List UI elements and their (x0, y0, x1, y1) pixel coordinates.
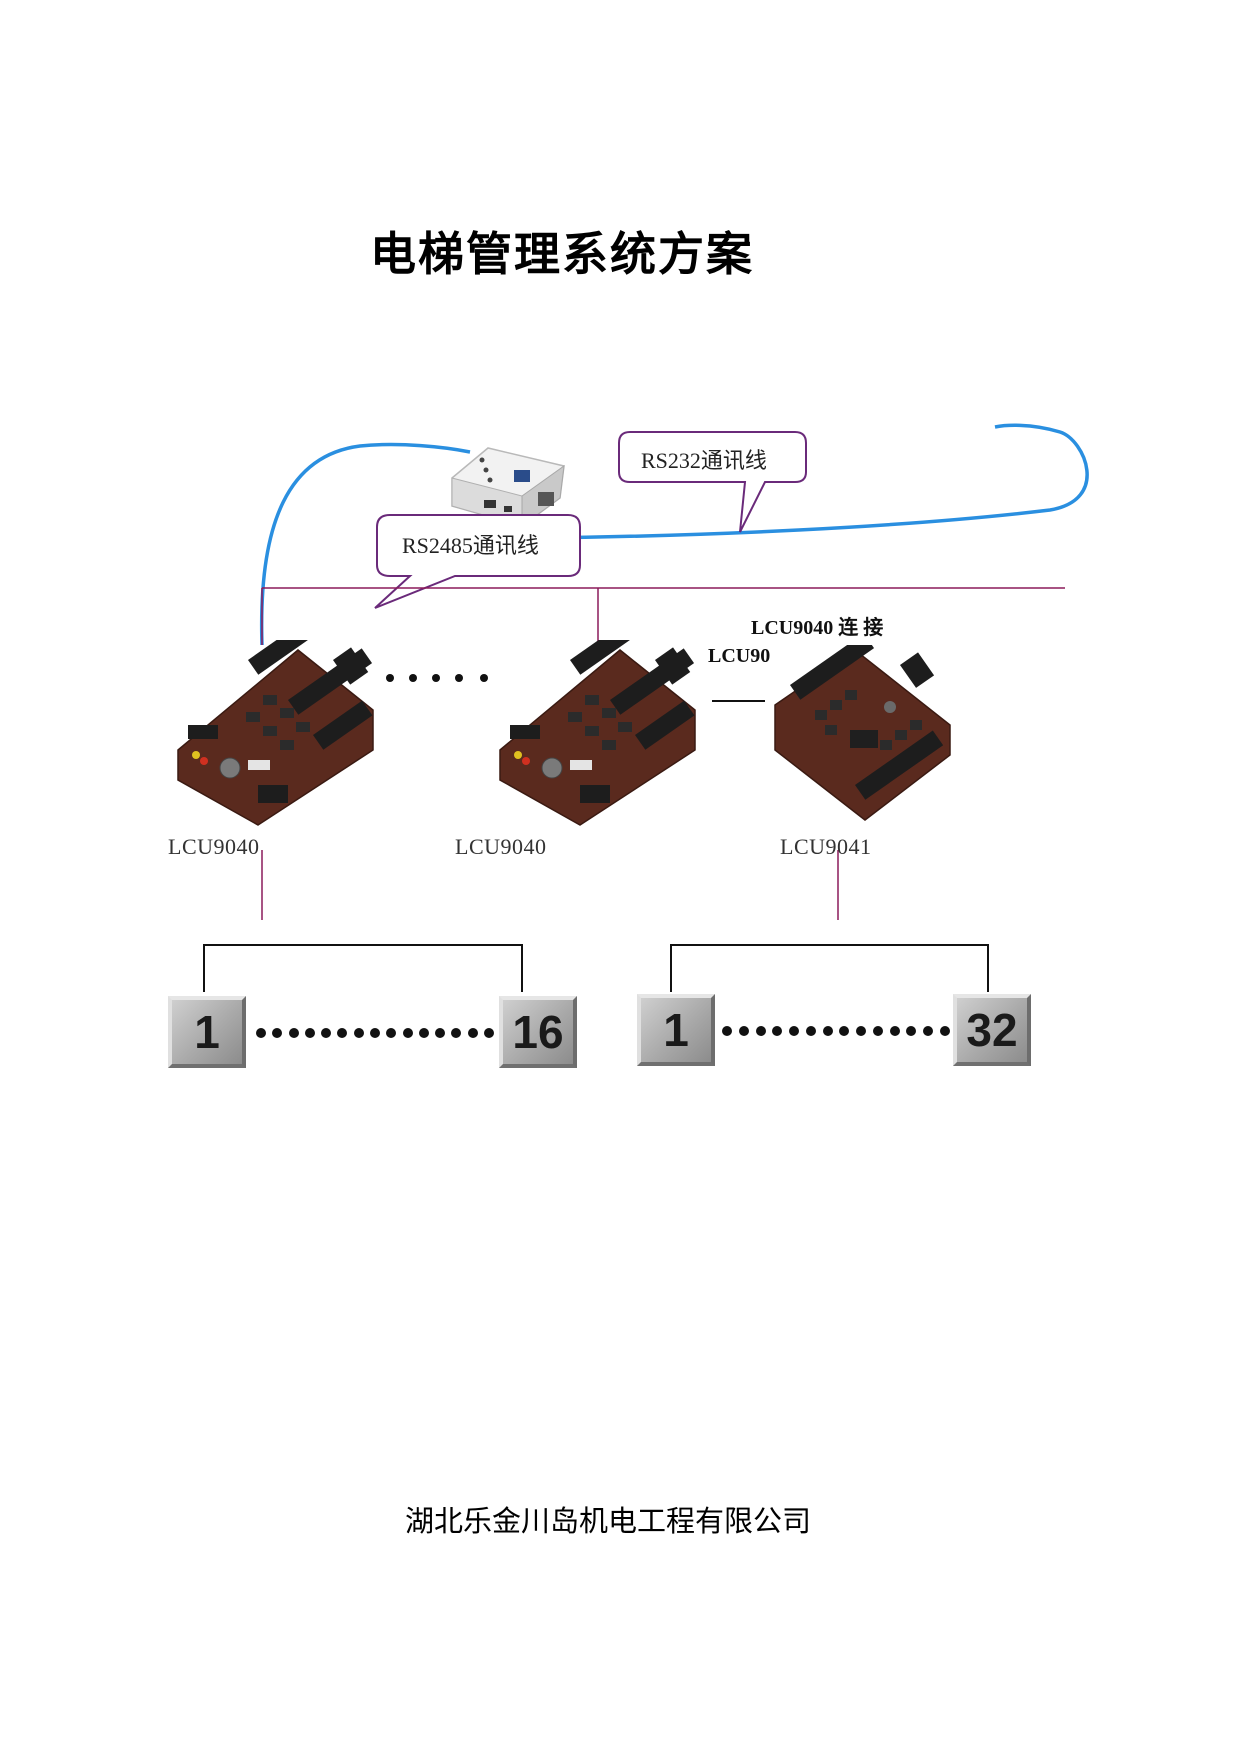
reader-group1-first: 1 (168, 996, 246, 1068)
reader-group1-last: 16 (499, 996, 577, 1068)
company-name: 湖北乐金川岛机电工程有限公司 (405, 1504, 812, 1538)
document-title: 电梯管理系统方案 (370, 227, 754, 281)
controller-board-1 (177, 640, 374, 826)
reader-group1-ellipsis (256, 1023, 494, 1043)
connect-note-line1: LCU9040 连 接 (751, 617, 884, 639)
controller-board-3 (774, 645, 951, 821)
board-label-2: LCU9040 (455, 834, 547, 859)
connect-note-line2: LCU9041 (708, 645, 770, 667)
board-ellipsis (386, 674, 488, 682)
reader-group2-first: 1 (637, 994, 715, 1066)
reader-group2-last: 32 (953, 994, 1031, 1066)
rs232-cable-right (539, 423, 1089, 540)
reader-group2-ellipsis (722, 1021, 950, 1041)
board-label-3: LCU9041 (780, 834, 872, 859)
rs485-bubble (374, 514, 581, 609)
rs485-label: RS2485通讯线 (402, 533, 539, 558)
group2-bracket (670, 944, 989, 992)
rs232-label: RS232通讯线 (641, 448, 767, 473)
rs232-cable (259, 442, 471, 646)
board-label-1: LCU9040 (168, 834, 260, 859)
controller-board-2 (499, 640, 696, 826)
group1-bracket (203, 944, 523, 992)
